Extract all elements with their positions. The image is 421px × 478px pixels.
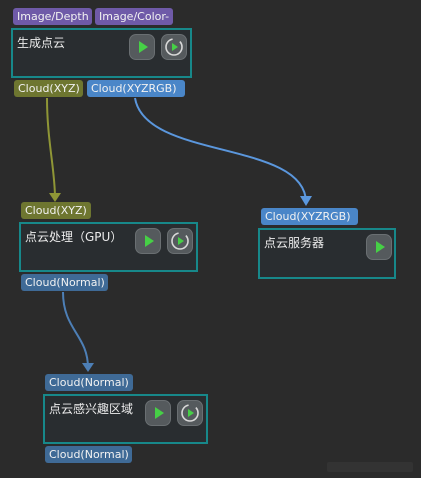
run-button[interactable] — [129, 34, 155, 60]
edge-xyz-arrow — [49, 193, 61, 202]
output-port-cloud-xyzrgb[interactable]: Cloud(XYZRGB) — [87, 80, 185, 97]
play-icon — [145, 235, 154, 247]
run-button[interactable] — [366, 234, 392, 260]
node-cloud-processing-gpu[interactable]: 点云处理（GPU） — [19, 222, 198, 272]
step-button[interactable] — [167, 228, 193, 254]
edge-xyz — [46, 97, 56, 199]
input-port-cloud-xyzrgb[interactable]: Cloud(XYZRGB) — [261, 208, 358, 225]
play-icon — [376, 241, 385, 253]
play-icon — [155, 407, 164, 419]
play-loop-icon — [171, 232, 189, 250]
edge-xyzrgb — [134, 97, 307, 203]
node-generate-cloud[interactable]: 生成点云 — [11, 28, 192, 78]
edge-normal — [62, 291, 89, 369]
output-port-cloud-xyz[interactable]: Cloud(XYZ) — [14, 80, 83, 97]
input-port-image-color[interactable]: Image/Color- — [95, 8, 173, 25]
node-title: 点云处理（GPU） — [25, 230, 123, 244]
output-port-cloud-normal[interactable]: Cloud(Normal) — [21, 274, 108, 291]
brand-watermark-logo — [327, 462, 413, 472]
node-title: 点云服务器 — [264, 236, 325, 250]
node-title: 生成点云 — [17, 36, 66, 50]
edge-normal-arrow — [82, 363, 94, 372]
input-port-cloud-normal[interactable]: Cloud(Normal) — [45, 374, 133, 391]
output-port-cloud-normal[interactable]: Cloud(Normal) — [45, 446, 132, 463]
input-port-image-depth[interactable]: Image/Depth — [13, 8, 92, 25]
node-title: 点云感兴趣区域 — [49, 402, 134, 416]
edge-xyzrgb-arrow — [300, 196, 312, 206]
run-button[interactable] — [135, 228, 161, 254]
play-icon — [139, 41, 148, 53]
step-button[interactable] — [177, 400, 203, 426]
run-button[interactable] — [145, 400, 171, 426]
input-port-cloud-xyz[interactable]: Cloud(XYZ) — [21, 202, 91, 219]
step-button[interactable] — [161, 34, 187, 60]
play-loop-icon — [181, 404, 199, 422]
play-loop-icon — [165, 38, 183, 56]
node-cloud-roi[interactable]: 点云感兴趣区域 — [43, 394, 208, 444]
node-cloud-server[interactable]: 点云服务器 — [258, 228, 396, 279]
